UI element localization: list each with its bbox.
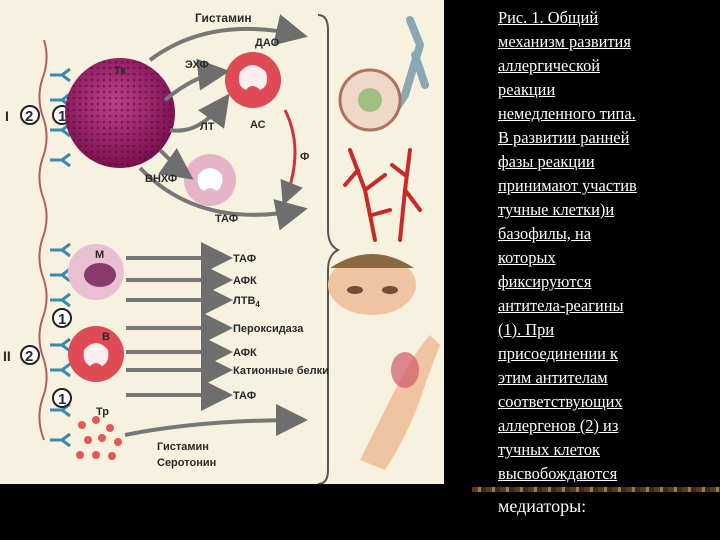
label-as: АС: [250, 119, 266, 131]
label-tk: Тк: [114, 65, 126, 77]
label-tr: Тр: [96, 406, 109, 418]
vessel-branches: [343, 148, 422, 242]
caption-line: реакции: [498, 80, 556, 99]
label-taf-3: ТАФ: [233, 390, 256, 402]
label-afk-1: АФК: [233, 275, 257, 287]
label-ltv: ЛТВ4: [233, 295, 260, 309]
caption-line: аллергической: [498, 56, 601, 75]
label-ehf: ЭХФ: [185, 59, 209, 71]
caption-line: В развитии ранней: [498, 128, 630, 147]
decorative-divider: [472, 487, 720, 492]
caption-line: тучные клетки)и: [498, 200, 615, 219]
membrane-line: [38, 39, 48, 441]
caption-line: присоединении к: [498, 344, 619, 363]
circle-two-b: 2: [25, 348, 33, 365]
caption-line: фазы реакции: [498, 152, 595, 171]
roman-one: I: [5, 108, 9, 124]
circle-one-b: 1: [58, 311, 66, 328]
label-b: В: [102, 331, 110, 343]
arm-illustration: [360, 335, 440, 470]
caption-line: фиксируются: [498, 272, 592, 291]
caption-line: принимают участив: [498, 176, 637, 195]
label-vnhf: ВНХФ: [145, 173, 177, 185]
platelets: [76, 416, 122, 460]
label-histamine-top: Гистамин: [195, 11, 252, 25]
caption-line: базофилы, на: [498, 224, 592, 243]
caption-line: тучных клеток: [498, 440, 600, 459]
caption-line: которых: [498, 248, 556, 267]
caption-line: Рис. 1. Общий: [498, 8, 599, 27]
label-dao: ДАО: [255, 37, 280, 49]
caption-text: Рис. 1. Общий механизм развития аллергич…: [498, 6, 718, 518]
label-f: Ф: [300, 151, 309, 163]
roman-two: II: [3, 348, 11, 364]
caption-line: этим антителам: [498, 368, 608, 387]
caption-line: антитела-реагины: [498, 296, 624, 315]
label-serotonin: Серотонин: [157, 457, 216, 469]
label-histamine-bottom: Гистамин: [157, 441, 209, 453]
circle-one-c: 1: [58, 391, 66, 408]
circle-one-a: 1: [58, 108, 66, 125]
caption-line: аллергенов (2) из: [498, 416, 619, 435]
label-taf-1: ТАФ: [215, 213, 238, 225]
caption-last-line: медиаторы:: [498, 496, 587, 516]
caption-line: механизм развития: [498, 32, 631, 51]
label-peroxidase: Пероксидаза: [233, 323, 304, 335]
figure-panel: 2 1 2 1 1 I II Тк: [0, 0, 444, 484]
label-cationic: Катионные белки: [233, 365, 329, 377]
caption-line: высвобождаются: [498, 464, 618, 483]
label-m: М: [95, 249, 104, 261]
marker-circles: [20, 105, 72, 408]
label-lt: ЛТ: [200, 121, 215, 133]
bracket: [317, 14, 341, 484]
mediator-arrows: [124, 14, 308, 437]
caption-line: (1). При: [498, 320, 555, 339]
label-afk-2: АФК: [233, 347, 257, 359]
circle-two-a: 2: [25, 108, 33, 125]
label-taf-2: ТАФ: [233, 253, 256, 265]
caption-line: немедленного типа.: [498, 104, 636, 123]
caption-line: соответствующих: [498, 392, 623, 411]
red-arrow: [280, 109, 303, 206]
allergy-mechanism-figure: 2 1 2 1 1 I II Тк: [3, 11, 440, 484]
face-illustration: [328, 255, 416, 315]
